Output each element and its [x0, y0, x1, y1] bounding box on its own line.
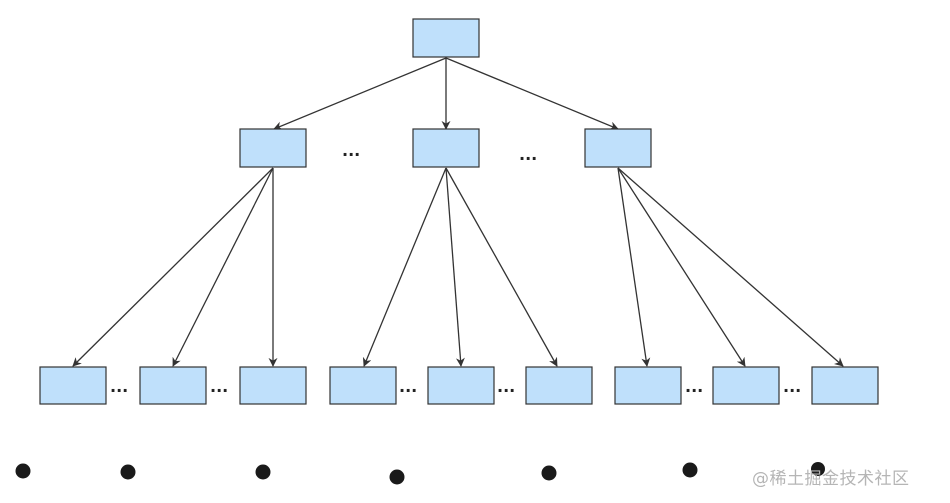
watermark-text: @稀土掘金技术社区 [752, 469, 910, 489]
continuation-dots [15, 462, 825, 485]
continuation-dot-7 [811, 462, 825, 476]
edge-left-to-leaf-2 [172, 167, 274, 367]
leaf-node-7 [614, 366, 682, 405]
leaf-node-6 [525, 366, 593, 405]
leaf-ellipsis-5: ... [685, 377, 703, 396]
edges-left-subtree [72, 167, 278, 367]
continuation-dot-5 [541, 465, 557, 481]
continuation-dot-2 [120, 464, 136, 480]
leaf-ellipsis-3: ... [399, 377, 417, 396]
leaf-node-1 [39, 366, 107, 405]
edges-root [273, 57, 619, 131]
edge-middle-to-leaf-1 [362, 167, 447, 367]
continuation-dot-1 [15, 463, 31, 479]
edge-middle-to-leaf-3 [445, 167, 558, 367]
edge-root-to-left [273, 57, 447, 131]
level2-ellipsis-1: ... [342, 141, 360, 160]
edge-root-to-right [445, 57, 619, 131]
edge-right-to-leaf-3 [617, 167, 844, 367]
level2-node-right [584, 128, 652, 168]
leaf-ellipsis-2: ... [210, 377, 228, 396]
continuation-dot-3 [255, 464, 271, 480]
leaf-node-4 [329, 366, 397, 405]
leaf-ellipsis-4: ... [497, 377, 515, 396]
edges-middle-subtree [362, 167, 558, 367]
leaf-ellipsis-6: ... [783, 377, 801, 396]
leaf-ellipsis-1: ... [110, 377, 128, 396]
continuation-dot-6 [682, 462, 698, 478]
root-node [412, 18, 480, 58]
edge-right-to-leaf-1 [617, 167, 651, 367]
level2-ellipsis-2: ... [519, 145, 537, 164]
level2-node-middle [412, 128, 480, 168]
edge-left-to-leaf-1 [72, 167, 274, 367]
edge-right-to-leaf-2 [617, 167, 746, 367]
leaf-node-8 [712, 366, 780, 405]
leaf-node-2 [139, 366, 207, 405]
leaf-node-9 [811, 366, 879, 405]
edge-middle-to-leaf-2 [445, 167, 465, 367]
level2-node-left [239, 128, 307, 168]
edges-right-subtree [617, 167, 844, 367]
leaf-node-5 [427, 366, 495, 405]
leaf-node-3 [239, 366, 307, 405]
continuation-dot-4 [389, 469, 405, 485]
